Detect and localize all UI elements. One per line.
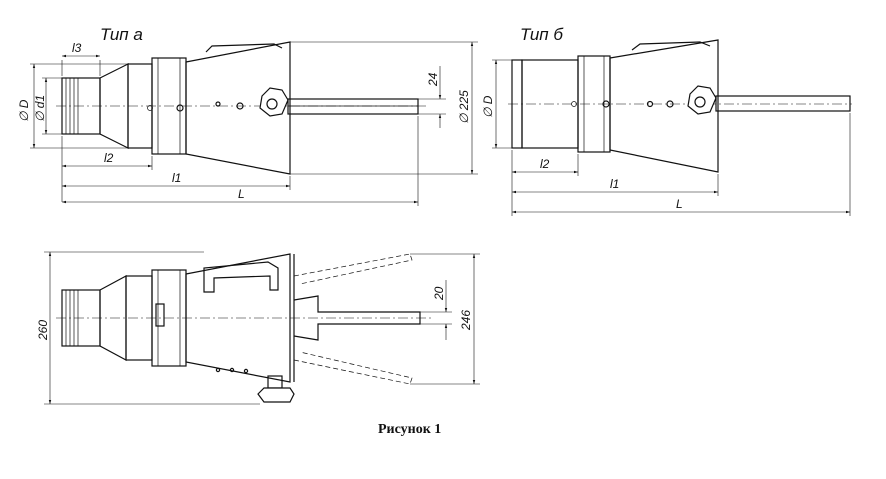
type-b-cone-body: [609, 39, 719, 173]
side-handle: [203, 261, 279, 293]
type-a-dim-24: 24: [426, 72, 440, 87]
side-cone-body: [185, 253, 291, 383]
type-b-dim-L: L: [676, 197, 683, 211]
type-b-lock-knob-icon: [687, 85, 717, 115]
type-b-handle: [631, 41, 711, 51]
side-dim-260: 260: [36, 320, 50, 341]
view-type-a: Тип а l3: [17, 25, 478, 206]
side-fork-lower-dashed: [293, 351, 413, 385]
side-lock-knob-icon: [257, 375, 295, 403]
type-a-dim-d1: ∅ d1: [33, 95, 47, 122]
type-a-dim-D: ∅ D: [17, 99, 31, 122]
side-dim-20: 20: [432, 286, 446, 301]
type-a-title: Тип а: [100, 25, 143, 44]
type-a-lock-knob-icon: [259, 87, 289, 117]
view-side: 260 20 246: [36, 251, 480, 405]
view-type-b: Тип б ∅ D l2 l1 L: [481, 25, 852, 216]
side-rod: [293, 295, 421, 341]
type-b-dim-l1: l1: [610, 177, 619, 191]
side-dim-246: 246: [459, 310, 473, 331]
figure-caption: Рисунок 1: [378, 422, 441, 437]
type-a-dim-l1: l1: [172, 171, 181, 185]
type-a-handle: [205, 43, 283, 53]
type-b-dim-D: ∅ D: [481, 95, 495, 118]
type-a-rod: [287, 98, 419, 115]
type-a-dim-l2: l2: [104, 151, 114, 165]
side-latch: [155, 303, 165, 327]
type-b-title: Тип б: [520, 25, 564, 44]
type-b-rod: [715, 95, 851, 112]
type-a-dim-225: ∅ 225: [457, 90, 471, 124]
type-b-dim-l2: l2: [540, 157, 550, 171]
type-a-dim-L: L: [238, 187, 245, 201]
type-a-dim-l3: l3: [72, 41, 82, 55]
side-fork-upper-dashed: [293, 253, 413, 285]
